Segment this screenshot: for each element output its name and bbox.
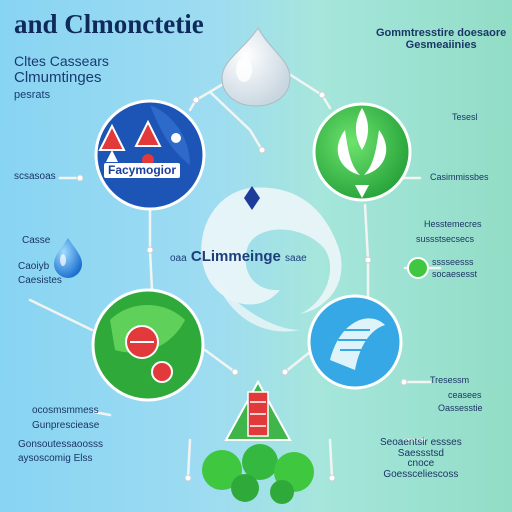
bottom-right-label-1: Seoaentsir essses: [380, 437, 462, 448]
left-label: ocosmsmmess: [32, 405, 99, 416]
molecule-icon: [94, 99, 206, 211]
plant-flame-icon: [312, 102, 412, 202]
green-dot: [407, 257, 429, 279]
right-label: Casimmissbes: [430, 172, 489, 182]
bottom-right-labels: Seoaentsir essses Saessstsd cnoce Goessc…: [380, 437, 462, 480]
right-label: Tesesl: [452, 112, 478, 122]
bottom-right-label-4: Goessceliescoss: [383, 468, 459, 480]
bottom-right-label-3: cnoce: [407, 458, 435, 469]
left-label: Caoiyb: [18, 261, 50, 272]
left-label: Gunpresciease: [32, 420, 100, 431]
tree-icon: [202, 379, 314, 504]
subtitle-1: Cltes Cassears: [14, 53, 109, 69]
right-heading: Gommtresstire doesaore Gesmeaiinies: [376, 27, 507, 51]
right-label: Oassesstie: [438, 403, 483, 413]
blue-droplet-icon: [54, 238, 82, 278]
subtitle-3: pesrats: [14, 89, 51, 101]
center-swirl-tail: [215, 280, 300, 332]
center-swirl: [201, 187, 342, 314]
bottom-left-label-2: aysoscomig Elss: [18, 453, 93, 464]
bottom-right-label-2: Saessstsd: [397, 447, 444, 459]
center-label-group: oaa CLimmeinge saae: [170, 249, 307, 265]
bottom-left-label-1: Gonsoutessaoosss: [18, 439, 104, 450]
water-drop-icon: [221, 27, 291, 107]
right-label: ceasees: [448, 390, 482, 400]
subtitle-2: Clmumtinges: [14, 69, 102, 86]
left-label: Caesistes: [18, 275, 62, 286]
left-label: scsasoas: [14, 171, 56, 182]
leaf-cluster-icon: [91, 288, 205, 402]
right-label: Tresessm: [430, 375, 470, 385]
right-label: socaesesst: [432, 269, 478, 279]
right-label: sussstsecsecs: [416, 234, 475, 244]
top-left-circle-label: Facymogior: [104, 163, 181, 178]
right-heading-line-2: Gesmeaiinies: [405, 38, 477, 51]
right-heading-line-1: Gommtresstire doesaore: [376, 27, 507, 39]
left-label: Casse: [22, 235, 51, 246]
right-label: sssseesss: [432, 257, 474, 267]
center-label: CLimmeinge: [190, 248, 281, 265]
page-title: and Clmonctetie: [14, 9, 204, 39]
center-prefix: oaa: [170, 253, 187, 264]
center-suffix: saae: [285, 253, 307, 264]
right-label: Hesstemecres: [424, 219, 482, 229]
stream-icon: [307, 294, 403, 390]
diamond-icon: [244, 186, 260, 210]
